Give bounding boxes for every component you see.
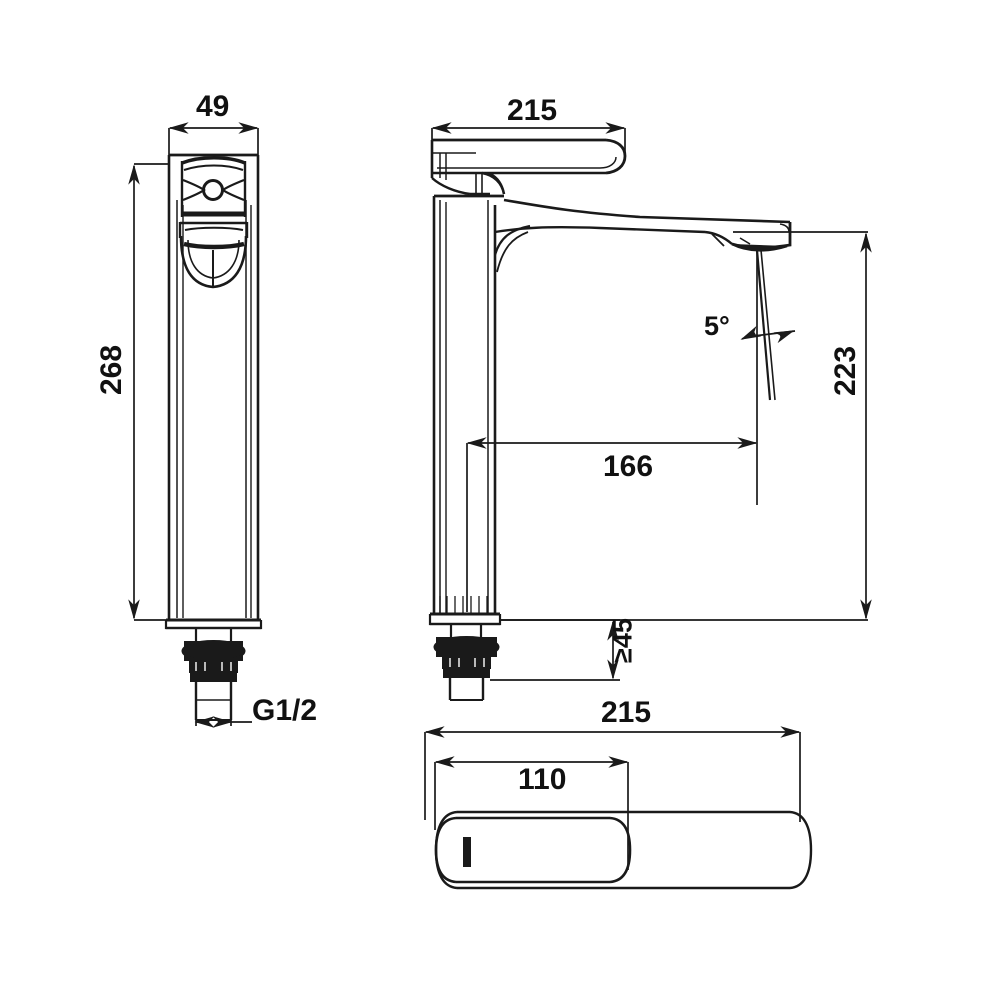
- dim-side-width-215: [431, 122, 626, 156]
- side-view-geometry: [428, 138, 792, 701]
- dim-label-plan-length: 215: [601, 696, 652, 729]
- dim-label-front-height: 268: [95, 344, 128, 396]
- dim-label-front-width: 49: [196, 90, 230, 123]
- dim-deck-thickness-45: [490, 619, 620, 681]
- front-view-geometry: [164, 153, 263, 721]
- dim-plan-length-215: [424, 726, 801, 822]
- dim-label-aerator-angle: 5°: [704, 311, 730, 341]
- dim-spout-height-223: [500, 231, 872, 621]
- top-view-geometry: [434, 810, 813, 890]
- dim-label-plan-handle-length: 110: [518, 763, 567, 796]
- dim-aerator-angle-5deg: [740, 325, 796, 344]
- dim-spout-reach-166: [466, 250, 758, 612]
- dim-label-deck-thickness: ≥45: [607, 618, 638, 663]
- dim-front-height-268: [128, 163, 168, 621]
- dim-front-width-49: [168, 122, 259, 156]
- dim-label-side-width: 215: [507, 94, 558, 127]
- dim-label-spout-height: 223: [829, 345, 862, 397]
- dim-label-thread-spec: G1/2: [252, 694, 318, 727]
- dim-plan-handle-110: [434, 756, 629, 870]
- dim-thread-g12: [194, 713, 252, 728]
- dim-label-spout-reach: 166: [603, 450, 654, 483]
